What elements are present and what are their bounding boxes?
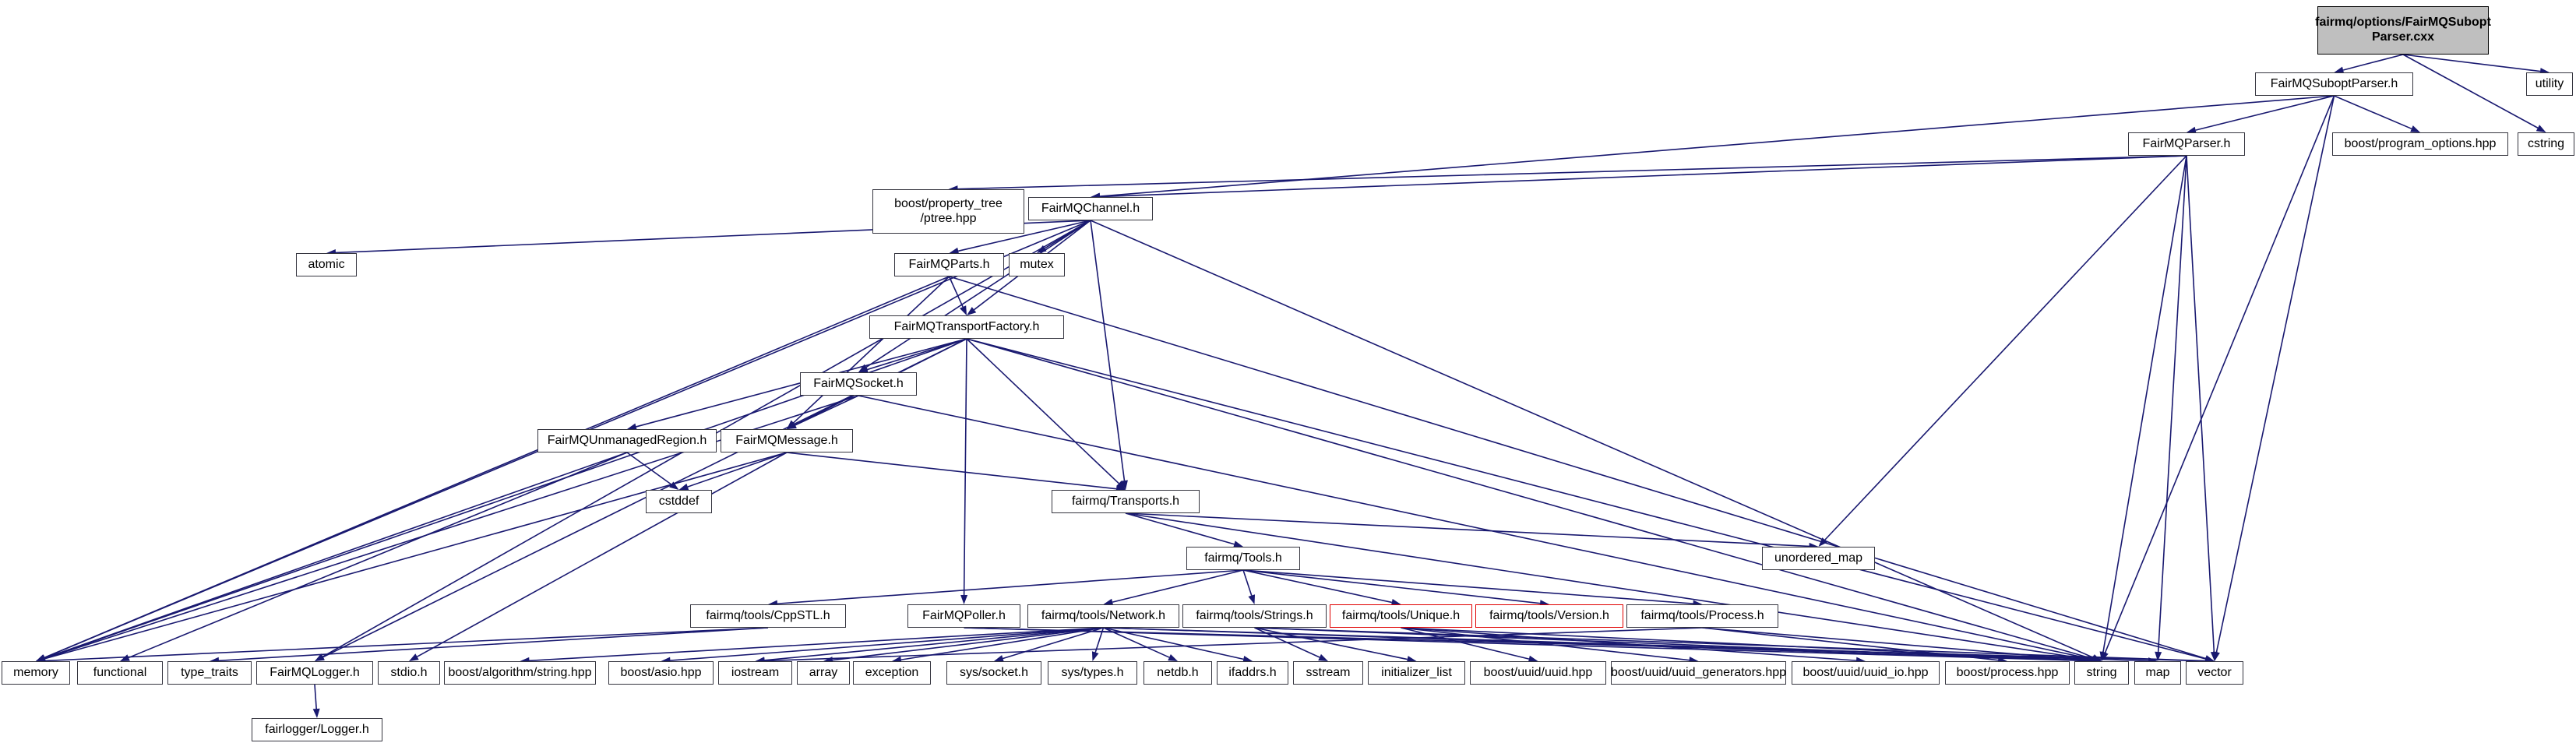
graph-node-uuid: boost/uuid/uuid.hpp — [1470, 661, 1606, 685]
edge-msg_h-stdio — [409, 452, 788, 661]
edge-network-syssocket — [994, 627, 1104, 662]
graph-node-netdb: netdb.h — [1144, 661, 1212, 685]
edge-parser_h-map — [2155, 155, 2187, 661]
graph-node-ptree: boost/property_tree /ptree.hpp — [872, 189, 1024, 234]
graph-node-subopt_h[interactable]: FairMQSuboptParser.h — [2255, 72, 2413, 96]
edge-parts_h-tf_h — [948, 276, 967, 315]
graph-node-fairlogger: fairlogger/Logger.h — [252, 718, 382, 741]
edge-umr_h-functional — [120, 452, 628, 661]
graph-node-map: map — [2134, 661, 2181, 685]
graph-node-poller_h[interactable]: FairMQPoller.h — [907, 604, 1020, 628]
graph-node-utility: utility — [2526, 72, 2573, 96]
edge-tools_h-network — [1103, 569, 1244, 606]
graph-node-cstddef: cstddef — [646, 490, 712, 513]
edge-transports_h-tools_h — [1125, 512, 1243, 548]
edge-network-systypes — [1091, 627, 1105, 661]
graph-node-syssocket: sys/socket.h — [946, 661, 1041, 685]
graph-node-systypes: sys/types.h — [1048, 661, 1137, 685]
graph-node-logger_h[interactable]: FairMQLogger.h — [256, 661, 373, 685]
graph-node-socket_h[interactable]: FairMQSocket.h — [800, 372, 917, 396]
graph-node-umap: unordered_map — [1762, 547, 1875, 570]
graph-node-basio: boost/asio.hpp — [608, 661, 714, 685]
graph-node-transports_h[interactable]: fairmq/Transports.h — [1052, 490, 1200, 513]
graph-node-string: string — [2074, 661, 2129, 685]
edge-tf_h-transports_h — [966, 338, 1126, 490]
graph-node-umr_h[interactable]: FairMQUnmanagedRegion.h — [537, 429, 717, 452]
edge-channel_h-parts_h — [949, 220, 1091, 255]
edge-msg_h-cstddef — [678, 452, 788, 491]
graph-node-process[interactable]: fairmq/tools/Process.h — [1626, 604, 1778, 628]
graph-node-po: boost/program_options.hpp — [2332, 132, 2508, 156]
graph-node-uuidio: boost/uuid/uuid_io.hpp — [1792, 661, 1940, 685]
edge-subopt_h-parser_h — [2187, 95, 2335, 134]
graph-node-version[interactable]: fairmq/tools/Version.h — [1475, 604, 1623, 628]
graph-node-sstream: sstream — [1293, 661, 1363, 685]
graph-node-initlist: initializer_list — [1368, 661, 1465, 685]
graph-node-memory: memory — [2, 661, 70, 685]
graph-node-channel_h[interactable]: FairMQChannel.h — [1028, 197, 1153, 220]
edge-tf_h-poller_h — [960, 338, 968, 604]
graph-node-tools_h[interactable]: fairmq/Tools.h — [1186, 547, 1300, 570]
graph-node-array: array — [797, 661, 850, 685]
graph-node-unique[interactable]: fairmq/tools/Unique.h — [1330, 604, 1472, 628]
edge-strings-initlist — [1254, 627, 1417, 663]
graph-node-balgo: boost/algorithm/string.hpp — [444, 661, 596, 685]
edge-network-netdb — [1103, 627, 1178, 661]
graph-node-vector: vector — [2186, 661, 2243, 685]
edge-umr_h-cstddef — [626, 452, 679, 490]
graph-node-msg_h[interactable]: FairMQMessage.h — [721, 429, 853, 452]
graph-node-tf_h[interactable]: FairMQTransportFactory.h — [869, 315, 1064, 339]
edge-network-ifaddrs — [1103, 627, 1253, 663]
edge-socket_h-msg_h — [787, 395, 859, 429]
graph-node-mutex: mutex — [1009, 253, 1065, 276]
edge-logger_h-fairlogger — [312, 684, 320, 718]
graph-node-functional: functional — [77, 661, 163, 685]
graph-node-parser_h[interactable]: FairMQParser.h — [2128, 132, 2245, 156]
graph-node-ifaddrs: ifaddrs.h — [1217, 661, 1288, 685]
graph-node-uuidgen: boost/uuid/uuid_generators.hpp — [1611, 661, 1786, 685]
graph-node-exception: exception — [853, 661, 931, 685]
graph-node-stdio: stdio.h — [378, 661, 440, 685]
graph-node-atomic: atomic — [296, 253, 357, 276]
graph-node-cppstl[interactable]: fairmq/tools/CppSTL.h — [690, 604, 846, 628]
graph-node-network[interactable]: fairmq/tools/Network.h — [1027, 604, 1179, 628]
graph-node-strings[interactable]: fairmq/tools/Strings.h — [1182, 604, 1327, 628]
edge-unique-uuid — [1401, 627, 1538, 663]
edge-subopt_h-po — [2334, 95, 2420, 132]
edge-channel_h-transports_h — [1090, 220, 1128, 490]
edge-tools_h-strings — [1242, 569, 1256, 604]
edge-cxx-subopt_h — [2334, 54, 2404, 74]
graph-node-parts_h[interactable]: FairMQParts.h — [894, 253, 1004, 276]
graph-node-typetraits: type_traits — [167, 661, 252, 685]
graph-node-cstring: cstring — [2518, 132, 2574, 156]
edge-tools_h-unique — [1242, 569, 1401, 606]
graph-node-iostream: iostream — [718, 661, 792, 685]
graph-node-bprocess: boost/process.hpp — [1945, 661, 2070, 685]
graph-node-cxx: fairmq/options/FairMQSubopt Parser.cxx — [2315, 6, 2491, 55]
edge-cxx-cstring — [2402, 54, 2546, 132]
edge-parser_h-vector — [2186, 155, 2218, 661]
